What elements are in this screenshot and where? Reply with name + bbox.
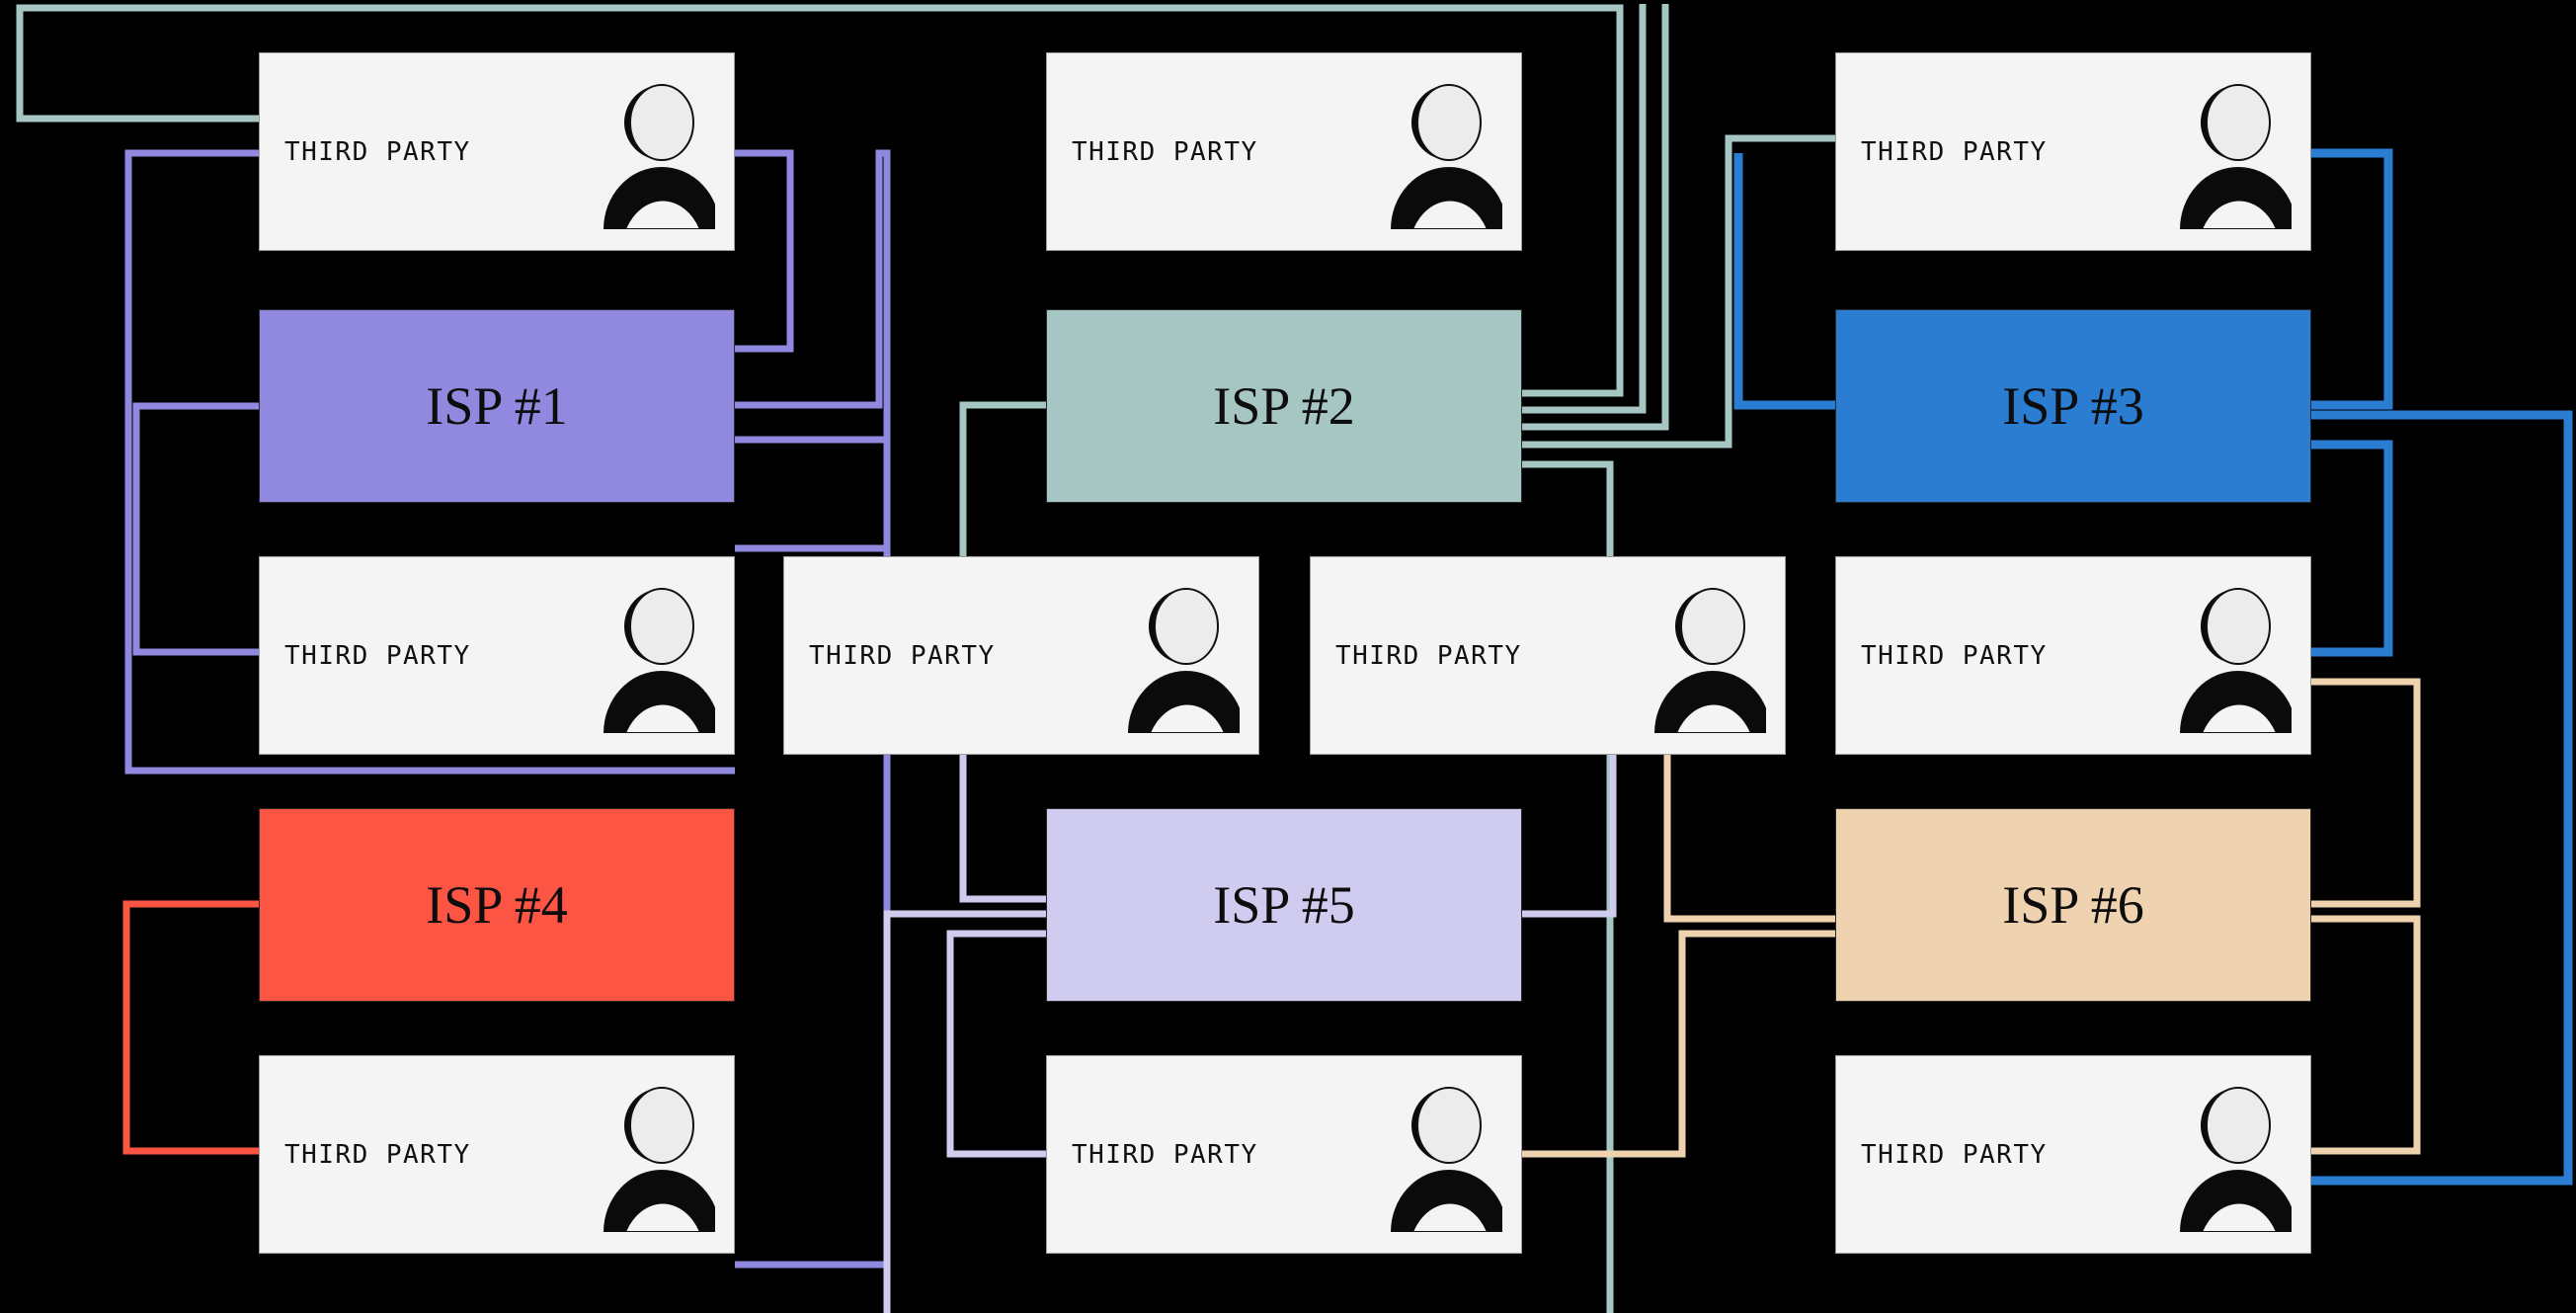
isp-node-isp3[interactable]: ISP #3 [1835, 309, 2311, 503]
third-party-label: THIRD PARTY [1071, 1139, 1258, 1170]
isp-label: ISP #6 [2002, 875, 2144, 935]
third-party-node[interactable]: THIRD PARTY [1835, 52, 2311, 251]
third-party-label: THIRD PARTY [808, 640, 996, 671]
person-icon [1127, 587, 1245, 734]
person-icon [2179, 83, 2296, 230]
connection-line [132, 402, 259, 656]
person-icon [2179, 587, 2296, 734]
third-party-node[interactable]: THIRD PARTY [1835, 556, 2311, 755]
connection-line [735, 149, 891, 552]
third-party-label: THIRD PARTY [1860, 640, 2048, 671]
person-icon-wrap [1121, 585, 1245, 734]
person-icon [1390, 83, 1507, 230]
connection-line [735, 436, 891, 1269]
third-party-label: THIRD PARTY [283, 136, 471, 167]
isp-label: ISP #5 [1213, 875, 1355, 935]
connection-line [1522, 4, 1669, 431]
third-party-label: THIRD PARTY [1071, 136, 1258, 167]
third-party-node[interactable]: THIRD PARTY [783, 556, 1259, 755]
connection-line [883, 910, 1046, 1313]
third-party-label: THIRD PARTY [1860, 136, 2048, 167]
person-icon [603, 83, 720, 230]
person-icon-wrap [2173, 1084, 2296, 1233]
connection-line [2311, 440, 2393, 657]
connection-line [946, 930, 1046, 1158]
person-icon [603, 1086, 720, 1233]
isp-node-isp5[interactable]: ISP #5 [1046, 808, 1522, 1002]
person-icon-wrap [597, 81, 720, 230]
person-icon [1390, 1086, 1507, 1233]
connection-line [1522, 460, 1614, 1313]
third-party-label: THIRD PARTY [283, 1139, 471, 1170]
third-party-node[interactable]: THIRD PARTY [259, 556, 735, 755]
third-party-node[interactable]: THIRD PARTY [259, 52, 735, 251]
person-icon-wrap [1384, 81, 1507, 230]
isp-label: ISP #3 [2002, 376, 2144, 436]
connection-line [2311, 148, 2393, 410]
person-icon-wrap [597, 1084, 720, 1233]
third-party-label: THIRD PARTY [283, 640, 471, 671]
connection-line [1522, 4, 1647, 414]
isp-node-isp2[interactable]: ISP #2 [1046, 309, 1522, 503]
person-icon [603, 587, 720, 734]
connection-line [2311, 915, 2421, 1155]
isp-node-isp1[interactable]: ISP #1 [259, 309, 735, 503]
isp-node-isp6[interactable]: ISP #6 [1835, 808, 2311, 1002]
connection-line [1522, 134, 1835, 449]
connection-line [1522, 930, 1835, 1158]
third-party-label: THIRD PARTY [1860, 1139, 2048, 1170]
third-party-node[interactable]: THIRD PARTY [1835, 1055, 2311, 1254]
isp-label: ISP #2 [1213, 376, 1355, 436]
person-icon [1653, 587, 1771, 734]
person-icon-wrap [1384, 1084, 1507, 1233]
isp-label: ISP #1 [426, 376, 568, 436]
third-party-node[interactable]: THIRD PARTY [1310, 556, 1786, 755]
person-icon-wrap [597, 585, 720, 734]
third-party-label: THIRD PARTY [1334, 640, 1522, 671]
third-party-node[interactable]: THIRD PARTY [259, 1055, 735, 1254]
isp-label: ISP #4 [426, 875, 568, 935]
connection-line [2311, 410, 2573, 1186]
person-icon-wrap [2173, 585, 2296, 734]
person-icon-wrap [1648, 585, 1771, 734]
connection-line [1733, 153, 1835, 410]
person-icon [2179, 1086, 2296, 1233]
isp-node-isp4[interactable]: ISP #4 [259, 808, 735, 1002]
third-party-node[interactable]: THIRD PARTY [1046, 52, 1522, 251]
connection-line [2311, 678, 2421, 908]
connection-line [16, 4, 1624, 397]
third-party-node[interactable]: THIRD PARTY [1046, 1055, 1522, 1254]
person-icon-wrap [2173, 81, 2296, 230]
connection-line [122, 900, 259, 1155]
